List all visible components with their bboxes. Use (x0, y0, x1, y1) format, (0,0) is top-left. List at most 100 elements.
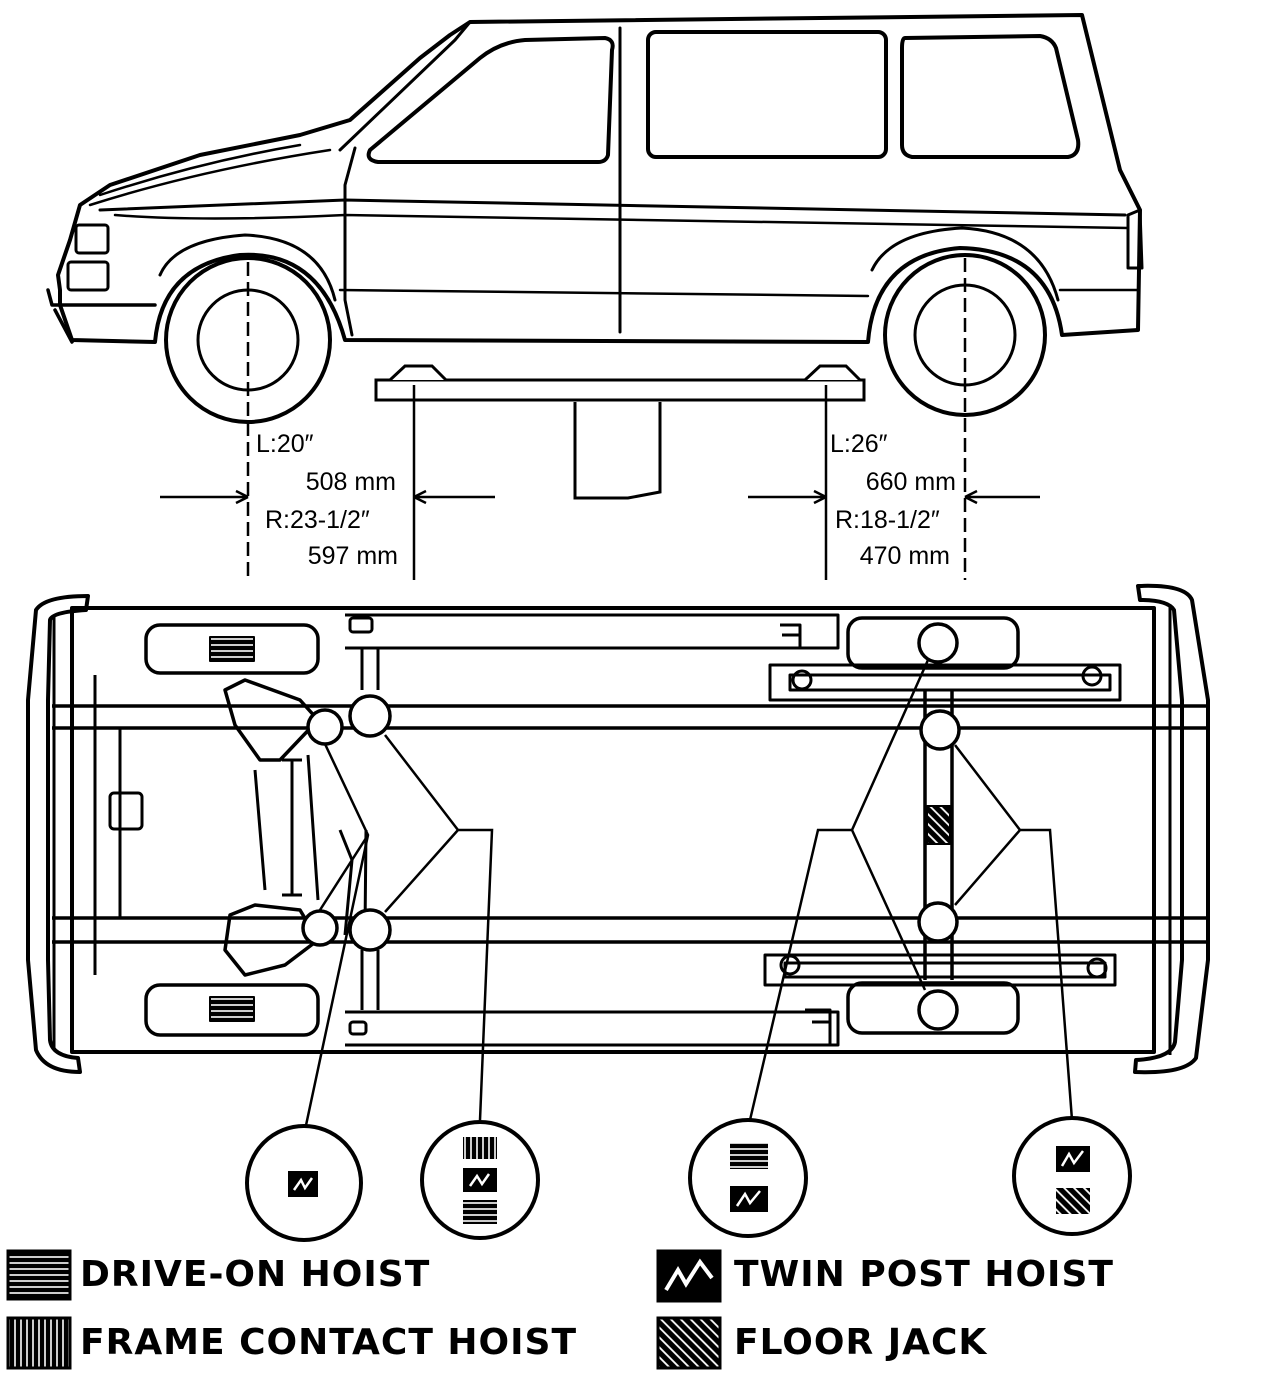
callout-frame-drive-twin (420, 1120, 540, 1240)
hood-line (88, 143, 332, 207)
van-side-view (46, 13, 1144, 424)
frame-contact-icon (463, 1137, 497, 1159)
drive-on-icon (730, 1143, 768, 1169)
front-dimension-arrows (160, 489, 495, 505)
right-sill (345, 1010, 840, 1047)
headlight (74, 223, 110, 255)
callout-circle (688, 1118, 808, 1238)
callout-twin-post (245, 1124, 363, 1242)
floor-jack-icon (1056, 1188, 1090, 1214)
rear-left-tire-footprint (846, 616, 1020, 670)
callout-circle (1012, 1116, 1132, 1236)
lift-point-rear-axle-left (919, 709, 961, 751)
leader-lines (303, 659, 1074, 1131)
front-right-inches: R:23-1/2″ (265, 506, 370, 534)
rear-spring-eye-front-left (791, 669, 813, 691)
right-bracket (348, 1020, 368, 1036)
leader-rear-center (748, 659, 930, 1121)
front-right-tire-footprint (144, 983, 320, 1037)
hoist-lift-bar (374, 378, 866, 402)
rear-tire (883, 253, 1047, 417)
callout-drive-twin (688, 1118, 808, 1238)
front-crossmember (93, 675, 122, 975)
tail-light (1126, 208, 1144, 270)
rear-spring-eye-front-right (779, 954, 801, 976)
underbody-view (26, 583, 1210, 1075)
dimension-labels: L:20″ 508 mm R:23-1/2″ 597 mm L:26″ 660 … (256, 430, 956, 570)
leader-front-outer (303, 743, 370, 1131)
twin-post-hoist (374, 364, 866, 500)
drive-on-swatch (6, 1249, 72, 1301)
lift-point-rear-left-wheel (917, 622, 959, 664)
underbody-outline (70, 606, 1156, 1054)
leader-rear-outer (954, 744, 1074, 1121)
dimension-lines (160, 258, 1040, 580)
front-bumper-underbody (26, 594, 90, 1074)
front-wheel-arch (158, 233, 337, 302)
floor-jack-swatch (656, 1316, 722, 1370)
legend-drive-on-label: DRIVE-ON HOIST (80, 1254, 431, 1295)
left-bracket (348, 616, 374, 634)
front-left-mm: 508 mm (306, 468, 396, 496)
rear-dimension-arrows (748, 489, 1040, 505)
left-sill (345, 613, 840, 650)
rear-spring-eye-rear-left (1081, 665, 1103, 687)
rear-right-tire-footprint (846, 981, 1020, 1035)
drive-on-marker-front-right (209, 996, 255, 1022)
lift-point-rear-axle-right (917, 901, 959, 943)
twin-post-icon-glyph (1060, 1150, 1084, 1167)
right-fuel-line-clip (805, 1008, 832, 1045)
legend-twin-post-label: TWIN POST HOIST (734, 1254, 1114, 1295)
drive-on-icon (463, 1200, 497, 1224)
front-right-control-arm (223, 903, 320, 977)
front-hoist-pad (388, 364, 448, 382)
frame-rail-top (52, 704, 1208, 730)
twin-post-icon-glyph (735, 1190, 761, 1207)
legend-swatches (6, 1249, 722, 1370)
front-window (366, 36, 615, 164)
front-post-connectors (360, 648, 380, 1010)
frame-rail-bottom (52, 916, 1208, 944)
legend-frame-contact-label: FRAME CONTACT HOIST (80, 1322, 578, 1363)
rear-right-inches: R:18-1/2″ (835, 506, 940, 534)
lift-point-front-right-outer (301, 909, 339, 947)
body-side-crease (113, 213, 1130, 230)
front-left-tire-footprint (144, 623, 320, 675)
front-left-control-arm (223, 678, 320, 762)
parking-light (66, 260, 110, 292)
left-fuel-line-clip (780, 623, 802, 648)
rear-spring-eye-rear-right (1086, 957, 1108, 979)
rear-left-mm: 660 mm (866, 468, 956, 496)
twin-post-icon-glyph (292, 1177, 314, 1191)
legend-floor-jack-label: FLOOR JACK (734, 1322, 988, 1363)
drive-on-marker-front-left (209, 636, 255, 662)
steering-link (282, 758, 302, 897)
middle-window (646, 30, 888, 159)
windshield (338, 20, 472, 152)
rear-window (900, 34, 1081, 159)
hoist-post (573, 402, 662, 500)
front-left-inches: L:20″ (256, 430, 314, 458)
lift-point-front-right-inner (348, 908, 392, 952)
twin-post-icon-glyph (468, 1173, 491, 1187)
rear-hoist-pad (803, 364, 862, 382)
leader-front-inner (384, 734, 494, 1121)
front-right-mm: 597 mm (308, 542, 398, 570)
lift-point-front-left-outer (306, 708, 344, 746)
front-door (343, 26, 622, 337)
front-bumper (46, 288, 157, 344)
lift-point-front-left-inner (348, 694, 392, 738)
frame-contact-swatch (6, 1316, 72, 1370)
rear-wheel-arch (870, 226, 1060, 302)
twin-post-swatch-glyph (664, 1258, 714, 1292)
rear-left-spring (768, 663, 1122, 702)
belt-line (98, 198, 1127, 217)
front-tow-hook (108, 791, 144, 831)
front-subframe (253, 754, 368, 936)
lift-points (301, 622, 961, 1031)
rear-left-inches: L:26″ (830, 430, 888, 458)
lower-body-line (338, 288, 1140, 298)
rear-floor-jack-pad (926, 805, 951, 845)
callout-twin-floor (1012, 1116, 1132, 1236)
